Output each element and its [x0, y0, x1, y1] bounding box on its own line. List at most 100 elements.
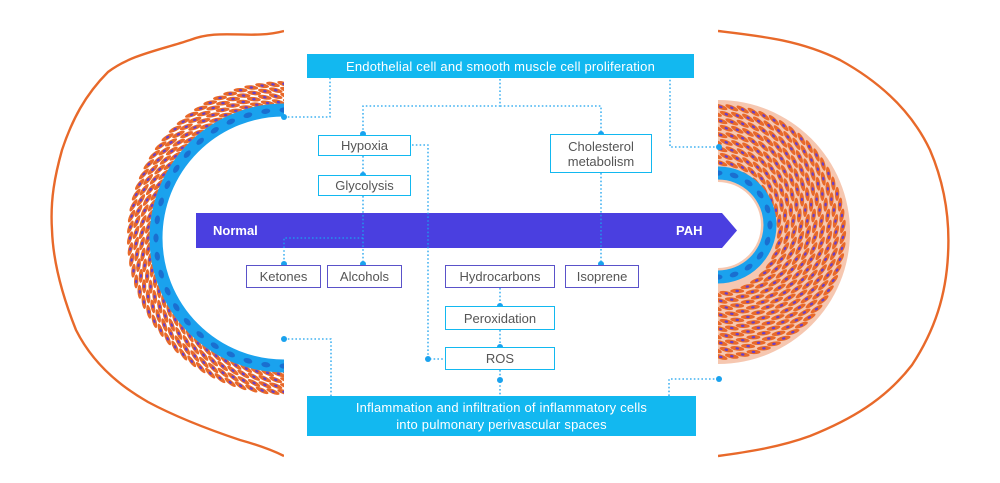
normal-smooth-muscle-cell-111 [244, 106, 248, 109]
normal-endothelial-nucleus-11 [279, 363, 284, 369]
normal-smooth-muscle-cell-533 [282, 390, 284, 394]
box-peroxidation: Peroxidation [445, 306, 555, 330]
pah-smooth-muscle-cell-331 [805, 241, 809, 245]
pah-smooth-muscle-cell-773 [811, 172, 814, 176]
pah-vessel-smooth-muscle-cells [718, 103, 847, 360]
pah-smooth-muscle-cell-935 [807, 316, 811, 319]
pah-smooth-muscle-cell-1029 [741, 108, 745, 111]
normal-smooth-muscle-cell-269 [231, 104, 235, 107]
normal-smooth-muscle-cell-603 [189, 113, 194, 116]
pah-smooth-muscle-cell-759 [751, 125, 756, 129]
pah-smooth-muscle-cell-513 [719, 133, 723, 137]
pah-smooth-muscle-cell-909 [822, 176, 825, 181]
bottom-banner: Inflammation and infiltration of inflamm… [307, 396, 696, 436]
pah-smooth-muscle-cell-257 [719, 313, 723, 317]
normal-smooth-muscle-cell-599 [173, 127, 177, 131]
pah-smooth-muscle-cell-901 [795, 142, 798, 146]
pah-smooth-muscle-cell-447 [771, 310, 775, 314]
normal-smooth-muscle-cell-41 [276, 372, 281, 376]
normal-smooth-muscle-cell-75 [148, 258, 152, 262]
normal-smooth-muscle-cell-69 [157, 289, 161, 294]
pah-smooth-muscle-cell-911 [826, 187, 830, 191]
pah-smooth-muscle-cell-665 [820, 268, 824, 272]
normal-smooth-muscle-cell-409 [137, 209, 140, 213]
pah-smooth-muscle-cell-761 [762, 129, 766, 133]
pah-endothelial-nucleus-17 [744, 179, 753, 187]
pah-smooth-muscle-cell-923 [838, 257, 842, 262]
pah-smooth-muscle-cell-457 [719, 327, 723, 331]
normal-smooth-muscle-cell-263 [201, 119, 206, 123]
normal-endothelial-nucleus-14 [226, 351, 236, 358]
pah-smooth-muscle-cell-165 [745, 300, 750, 304]
pah-smooth-muscle-cell-913 [830, 197, 833, 201]
pah-smooth-muscle-cell-81 [759, 284, 764, 287]
box-glycolysis: Glycolysis [318, 175, 411, 196]
pah-smooth-muscle-cell-13 [745, 285, 750, 288]
pah-smooth-muscle-cell-435 [809, 257, 813, 261]
pah-smooth-muscle-cell-1037 [782, 124, 786, 128]
pah-smooth-muscle-cell-813 [746, 344, 750, 348]
normal-smooth-muscle-cell-609 [218, 96, 222, 100]
pah-smooth-muscle-cell-227 [780, 188, 783, 192]
normal-smooth-muscle-cell-617 [260, 84, 264, 87]
pah-smooth-muscle-cell-677 [781, 320, 785, 324]
pah-smooth-muscle-cell-443 [787, 296, 792, 299]
pah-smooth-muscle-cell-793 [826, 273, 830, 277]
normal-smooth-muscle-cell-431 [202, 112, 206, 115]
connector-banner-to-hypoxia-cholesterol [362, 79, 501, 134]
pah-smooth-muscle-cell-519 [751, 140, 755, 144]
pah-smooth-muscle-cell-893 [757, 119, 761, 123]
normal-smooth-muscle-cell-597 [165, 135, 170, 139]
pah-smooth-muscle-cell-347 [756, 311, 760, 314]
normal-smooth-muscle-cell-278 [280, 92, 284, 100]
pah-smooth-muscle-cell-787 [834, 241, 837, 245]
pah-smooth-muscle-cell-311 [751, 155, 755, 159]
pah-smooth-muscle-cell-1043 [807, 144, 811, 149]
pah-smooth-muscle-cell-767 [790, 147, 793, 151]
normal-smooth-muscle-cell-421 [162, 149, 166, 153]
pah-smooth-muscle-cell-417 [775, 162, 778, 166]
normal-smooth-muscle-cell-389 [156, 314, 160, 318]
pah-smooth-muscle-cell-547 [815, 263, 819, 267]
pah-smooth-muscle-cell-1049 [827, 171, 830, 176]
normal-smooth-muscle-cell-117 [276, 100, 281, 104]
normal-endothelial-nucleus-33 [279, 107, 284, 113]
normal-smooth-muscle-cell-543 [228, 380, 232, 384]
normal-smooth-muscle-cell-245 [145, 198, 149, 202]
pah-smooth-muscle-cell-775 [816, 182, 820, 186]
normal-smooth-muscle-cell-371 [231, 375, 235, 379]
normal-smooth-muscle-cell-73 [150, 268, 154, 273]
pah-smooth-muscle-cell-667 [816, 278, 820, 282]
normal-smooth-muscle-cell-429 [193, 118, 197, 122]
pah-smooth-muscle-cell-351 [735, 318, 740, 322]
normal-smooth-muscle-cell-541 [238, 384, 243, 388]
normal-smooth-muscle-cell-103 [204, 124, 209, 128]
pah-smooth-muscle-cell-555 [792, 301, 797, 304]
pah-smooth-muscle-cell-903 [802, 149, 806, 154]
pah-smooth-muscle-cell-919 [841, 235, 845, 240]
pah-smooth-muscle-cell-663 [824, 257, 827, 262]
pah-endothelial-nucleus-5 [718, 274, 723, 280]
box-alcohols-label: Alcohols [339, 269, 390, 284]
pah-smooth-muscle-cell-539 [813, 224, 817, 229]
pah-endothelial-nucleus-15 [718, 170, 723, 176]
pah-smooth-muscle-cell-789 [832, 252, 836, 256]
pah-smooth-muscle-cell-687 [730, 340, 734, 344]
pah-smooth-muscle-cell-85 [740, 295, 745, 298]
pah-smooth-muscle-cell-153 [789, 252, 793, 256]
pah-smooth-muscle-cell-1047 [821, 162, 825, 166]
pah-smooth-muscle-cell-781 [826, 213, 830, 218]
pah-smooth-muscle-cell-931 [821, 298, 825, 302]
pah-smooth-muscle-cell-645 [793, 159, 796, 164]
normal-vessel-outer-wall [50, 29, 284, 458]
normal-smooth-muscle-cell-379 [193, 354, 197, 358]
pah-smooth-muscle-cell-947 [751, 350, 756, 354]
pah-smooth-muscle-cell-887 [724, 112, 729, 116]
connector-top-banner-left [284, 76, 331, 118]
top-banner: Endothelial cell and smooth muscle cell … [307, 54, 694, 78]
normal-smooth-muscle-cell-567 [138, 290, 141, 294]
pah-smooth-muscle-cell-131 [730, 163, 734, 166]
pah-endothelial-nucleus-2 [756, 251, 764, 260]
normal-endothelial-nucleus-24 [158, 197, 164, 207]
normal-smooth-muscle-cell-243 [143, 208, 147, 213]
